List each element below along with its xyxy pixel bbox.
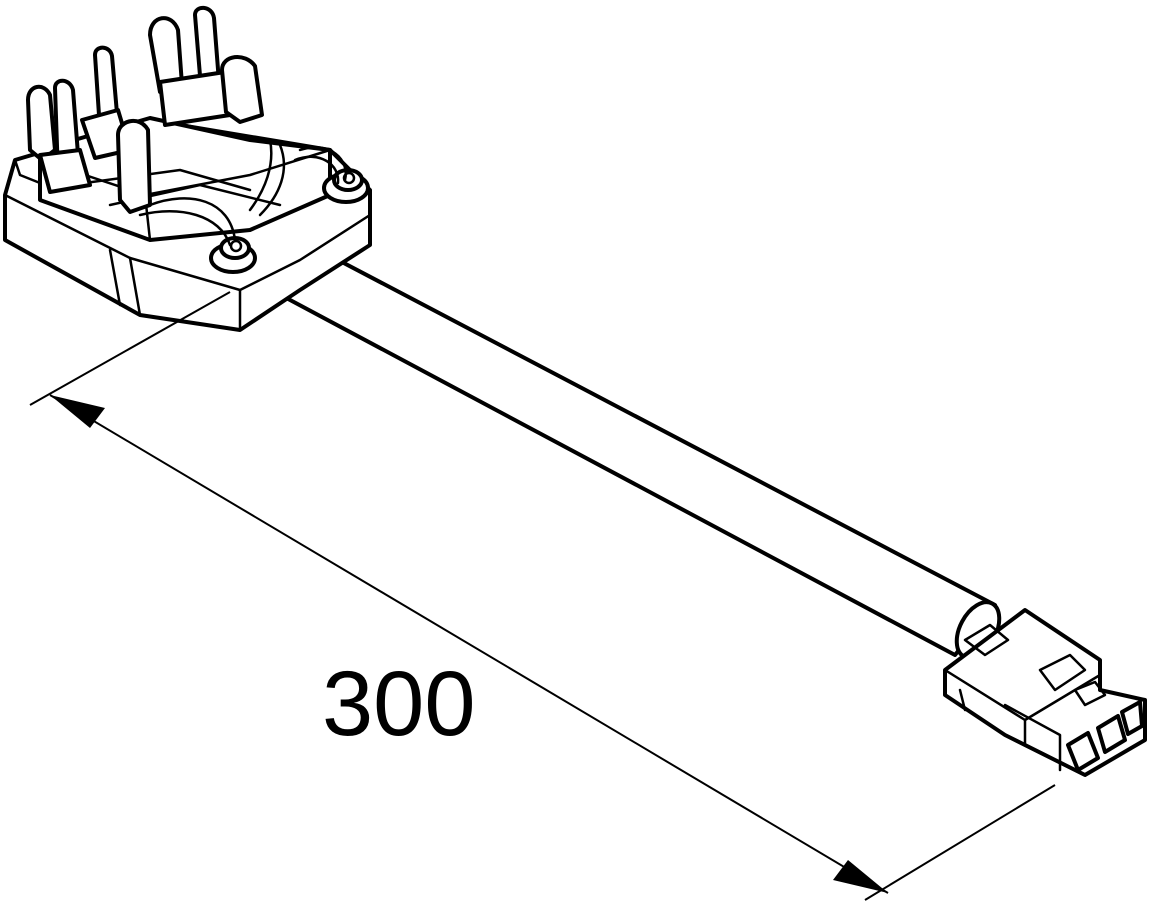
plug-head: [3, 5, 372, 332]
dimension-annotation: 300: [29, 291, 1056, 901]
extension-line-left: [29, 291, 231, 406]
dimension-line: [49, 394, 889, 894]
connector-end: [943, 608, 1147, 777]
extension-line-right: [864, 784, 1056, 901]
arrowhead-right: [833, 860, 888, 893]
dimension-value: 300: [322, 653, 476, 755]
arrowhead-left: [50, 395, 105, 428]
cable: [260, 238, 1002, 660]
